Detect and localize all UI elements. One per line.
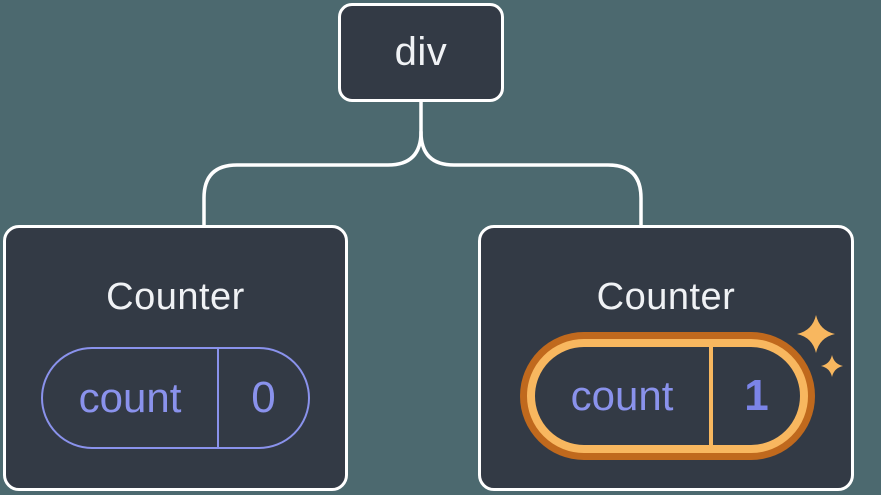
state-value-cell: 0: [217, 349, 308, 447]
state-key-label: count: [78, 374, 182, 421]
counter-title: Counter: [106, 276, 245, 318]
state-value: 0: [251, 373, 276, 422]
tree-node-div: div: [338, 3, 504, 102]
counter-title: Counter: [596, 276, 736, 318]
state-key-cell: count: [535, 347, 709, 445]
tree-node-counter-left: Counter count 0: [3, 225, 348, 491]
tree-node-div-label: div: [394, 30, 448, 74]
state-pill-highlighted: count 1: [527, 339, 808, 453]
state-value: 1: [744, 371, 769, 420]
state-key-cell: count: [43, 349, 217, 447]
state-pill: count 0: [41, 347, 310, 449]
tree-node-counter-right: Counter count 1: [478, 225, 854, 491]
state-value-cell: 1: [709, 347, 800, 445]
state-key-label: count: [570, 372, 674, 419]
sparkles-icon: [797, 315, 843, 377]
